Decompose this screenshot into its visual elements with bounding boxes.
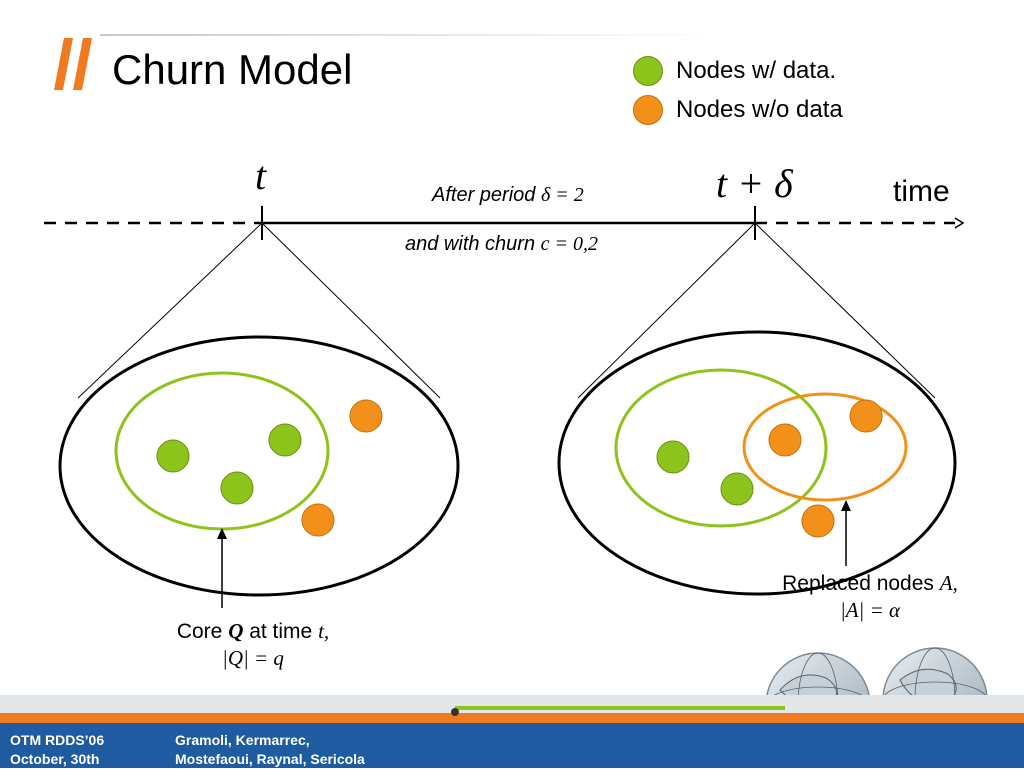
footer-dot bbox=[451, 708, 459, 716]
t-delta-label: t + δ bbox=[716, 161, 793, 206]
replaced-a-ellipse bbox=[742, 392, 908, 502]
footer-band-orange bbox=[0, 713, 1024, 723]
legend-label-without-data: Nodes w/o data bbox=[676, 96, 843, 123]
footer-date: October, 30th bbox=[10, 751, 100, 767]
core-middle: at time bbox=[249, 620, 313, 643]
green-node bbox=[220, 471, 254, 505]
footer-authors-line1: Gramoli, Kermarrec, bbox=[175, 732, 310, 748]
churn-prefix: and with churn bbox=[405, 233, 536, 255]
projection-lines bbox=[77, 222, 936, 399]
core-time: t, bbox=[318, 619, 330, 643]
replaced-prefix: Replaced nodes bbox=[782, 572, 934, 595]
footer-left: OTM RDDS’06 October, 30th bbox=[10, 731, 104, 769]
footer-conference: OTM RDDS’06 bbox=[10, 732, 105, 748]
orange-node bbox=[768, 423, 802, 457]
green-node bbox=[156, 439, 190, 473]
core-symbol: Q bbox=[228, 619, 244, 643]
churn-text: and with churn c = 0,2 bbox=[405, 233, 598, 256]
system-ellipse-t bbox=[58, 335, 460, 597]
replaced-formula: |A| = α bbox=[839, 598, 901, 622]
footer-band-light bbox=[0, 695, 1024, 713]
legend-label-with-data: Nodes w/ data. bbox=[676, 57, 837, 84]
logo-slash-icon bbox=[54, 38, 92, 90]
time-axis-label: time bbox=[893, 175, 950, 208]
replaced-symbol: A, bbox=[939, 571, 958, 595]
system-ellipse-t-delta bbox=[557, 330, 957, 596]
churn-value: c = 0,2 bbox=[540, 233, 599, 255]
period-text: After period δ = 2 bbox=[432, 184, 584, 207]
core-prefix: Core bbox=[176, 620, 223, 643]
footer-authors-line2: Mostefaoui, Raynal, Sericola bbox=[175, 751, 365, 767]
replaced-caption-line1: Replaced nodes A, bbox=[752, 571, 988, 596]
core-caption: Core Q at time t, |Q| = q bbox=[148, 619, 358, 671]
orange-node bbox=[301, 503, 335, 537]
orange-node bbox=[849, 399, 883, 433]
green-node-legend-icon bbox=[633, 56, 663, 86]
core-formula: |Q| = q bbox=[222, 646, 284, 670]
footer-right: Gramoli, Kermarrec, Mostefaoui, Raynal, … bbox=[175, 731, 365, 769]
header-rule bbox=[100, 34, 720, 36]
replaced-arrow bbox=[841, 500, 851, 566]
orange-node-legend-icon bbox=[633, 95, 663, 125]
orange-node bbox=[349, 399, 383, 433]
period-prefix: After period bbox=[432, 184, 536, 206]
core-caption-line1: Core Q at time t, bbox=[148, 619, 358, 644]
core-q-ellipse-later bbox=[614, 368, 828, 528]
core-arrow bbox=[217, 528, 227, 608]
period-value: δ = 2 bbox=[540, 184, 584, 206]
replaced-caption: Replaced nodes A, |A| = α bbox=[752, 571, 988, 623]
footer-band-blue bbox=[0, 723, 1024, 768]
green-node bbox=[720, 472, 754, 506]
footer-green-line bbox=[455, 706, 785, 710]
page-title: Churn Model bbox=[112, 46, 353, 93]
green-node bbox=[268, 423, 302, 457]
orange-node bbox=[801, 504, 835, 538]
green-node bbox=[656, 440, 690, 474]
t-label: t bbox=[255, 153, 267, 198]
